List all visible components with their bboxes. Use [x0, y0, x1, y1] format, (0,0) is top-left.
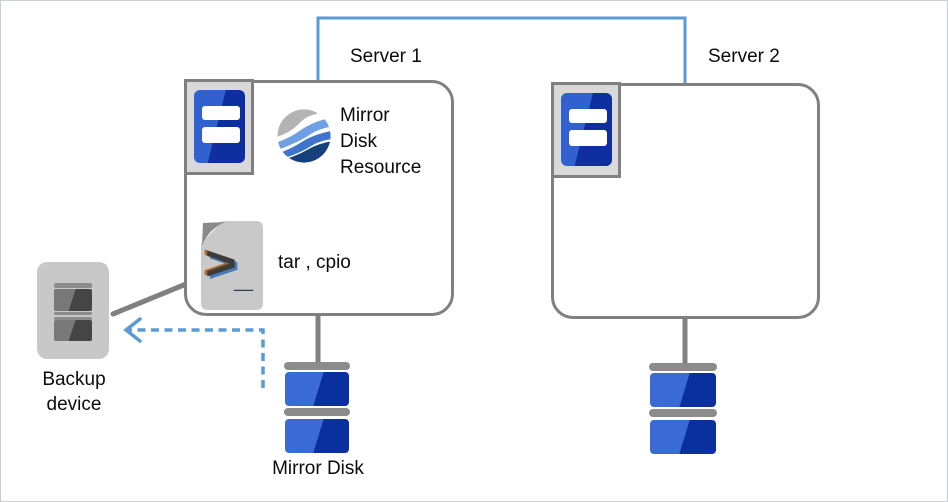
backup-label-line: Backup	[42, 369, 106, 390]
backup-slot-bar-icon	[54, 283, 92, 288]
page-shape	[201, 221, 263, 310]
backup-label-line: device	[46, 394, 102, 415]
mirror-disk-resource-icon	[277, 109, 331, 163]
globe-mid-blue-band	[277, 130, 331, 160]
server-tower-icon	[194, 90, 245, 163]
server-slot-bar-icon	[569, 109, 607, 123]
backup-slot-bar-icon	[54, 316, 92, 320]
server1-label: Server 1	[350, 46, 422, 67]
backup-link-line	[110, 279, 194, 317]
backup-arrow-head-icon	[123, 317, 142, 343]
terminal-prompt-icon: >	[205, 235, 237, 290]
backup-device-icon	[37, 262, 109, 359]
server-slot-bar-icon	[569, 130, 607, 146]
mdr-line: Disk	[340, 131, 377, 152]
disk-cap-bar-icon	[649, 409, 717, 417]
mdr-line: Mirror	[340, 105, 390, 126]
backup-copy-dashed-line	[129, 328, 265, 388]
disk-cap-bar-icon	[284, 408, 350, 416]
disk-cap-bar-icon	[649, 363, 717, 371]
mirror-disk1-icon	[284, 361, 350, 454]
server-slot-bar-icon	[202, 127, 240, 143]
server2-icon	[551, 82, 621, 178]
server1-icon	[184, 79, 254, 175]
mirror-disk-label: Mirror Disk	[272, 458, 364, 479]
tar-cpio-label: tar , cpio	[278, 252, 351, 273]
mirror-disk-resource-label: Mirror Disk Resource	[340, 103, 421, 181]
disk-platter-icon	[285, 419, 349, 453]
terminal-page-icon	[201, 221, 263, 310]
mirror-disk2-icon	[649, 362, 717, 455]
server-interconnect-line	[316, 16, 687, 85]
disk-platter-icon	[650, 373, 716, 407]
server-slot-bar-icon	[202, 106, 240, 120]
backup-drive-icon	[54, 320, 92, 341]
server2-label: Server 2	[708, 46, 780, 67]
server-tower-icon	[561, 93, 612, 166]
disk-platter-icon	[650, 420, 716, 454]
backup-slot-bar-icon	[54, 312, 92, 315]
backup-drive-icon	[54, 289, 92, 311]
disk-platter-icon	[285, 372, 349, 406]
mdr-line: Resource	[340, 157, 422, 178]
globe-light-blue-band	[277, 117, 331, 152]
backup-device-label: Backup device	[14, 367, 134, 417]
disk-cap-bar-icon	[284, 362, 350, 370]
terminal-cursor-icon: _	[234, 257, 253, 295]
folded-corner-icon	[202, 222, 225, 245]
